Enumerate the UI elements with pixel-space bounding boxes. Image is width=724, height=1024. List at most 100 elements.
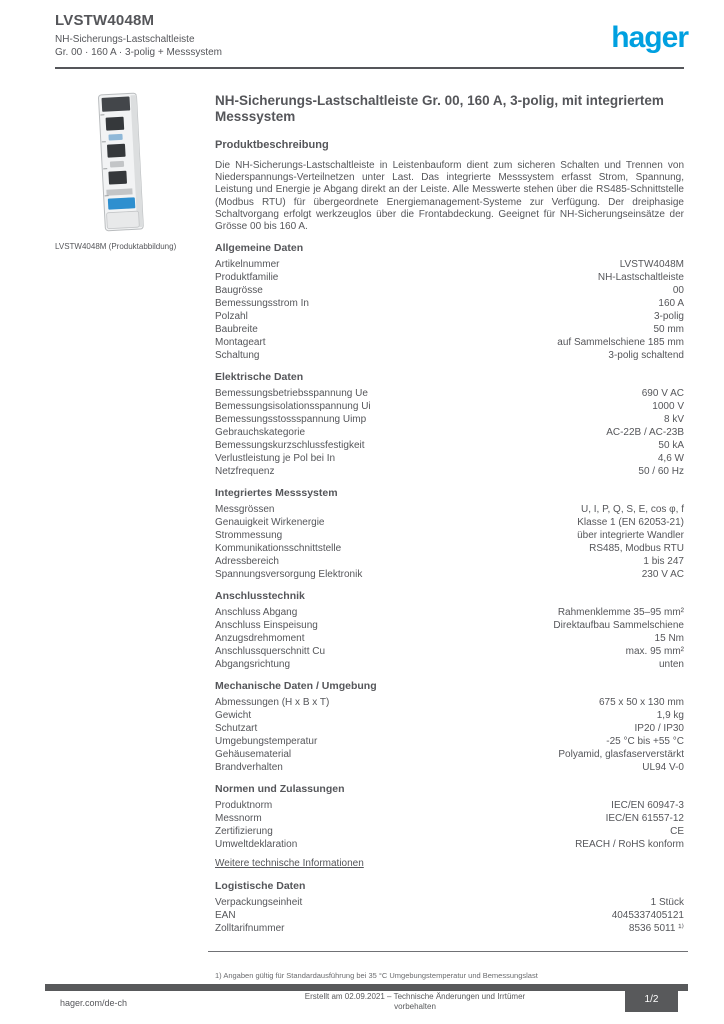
spec-value: IP20 / IP30 (634, 723, 684, 735)
spec-label: Verpackungseinheit (215, 897, 303, 909)
spec-value: 3-polig (653, 311, 684, 323)
spec-label: Bemessungsstossspannung Uimp (215, 414, 367, 426)
spec-label: Polzahl (215, 311, 248, 323)
product-image-caption: LVSTW4048M (Produktabbildung) (55, 242, 177, 251)
spec-row: Anschluss Einspeisung Direktaufbau Sammel… (215, 619, 684, 632)
hager-logo: hager (611, 21, 689, 54)
section-heading: Allgemeine Daten (215, 242, 304, 255)
spec-row: Schutzart IP20 / IP30 (215, 722, 684, 735)
spec-value: -25 °C bis +55 °C (606, 736, 684, 748)
product-name-line: NH-Sicherungs-Lastschaltleiste (55, 34, 195, 45)
spec-row: Abmessungen (H x B x T)675 x 50 x 130 mm (215, 696, 684, 709)
footer-website-link[interactable]: hager.com/de-ch (55, 993, 172, 1013)
spec-label: Artikelnummer (215, 259, 280, 271)
spec-row: Bemessungskurzschlussfestigkeit 50 kA (215, 439, 684, 452)
spec-value: 8536 5011 ¹⁾ (628, 923, 684, 935)
footnote-text: 1) Angaben gültig für Standardausführung… (215, 971, 538, 980)
spec-value: über integrierte Wandler (577, 530, 684, 542)
spec-value: 15 Nm (654, 633, 684, 645)
spec-row: Netzfrequenz 50 / 60 Hz (215, 465, 684, 478)
header-title-block: LVSTW4048M NH-Sicherungs-Lastschaltleist… (55, 12, 385, 59)
spec-value: U, I, P, Q, S, E, cos φ, f (581, 504, 684, 516)
spec-label: Kommunikationsschnittstelle (215, 543, 342, 555)
spec-content: NH-Sicherungs-Lastschaltleiste Gr. 00, 1… (215, 93, 684, 935)
spec-label: Anschlussquerschnitt Cu (215, 646, 326, 658)
spec-value: 8 kV (663, 414, 684, 426)
spec-value: 4,6 W (657, 453, 684, 465)
spec-row: Bemessungsstossspannung Uimp 8 kV (215, 413, 684, 426)
spec-value: Polyamid, glasfaserverstärkt (558, 749, 684, 761)
section-heading: Logistische Daten (215, 880, 306, 893)
spec-value: 690 V AC (641, 388, 684, 400)
spec-label: Netzfrequenz (215, 466, 275, 478)
spec-value: Direktaufbau Sammelschiene (553, 620, 684, 632)
spec-label: Verlustleistung je Pol bei In (215, 453, 336, 465)
spec-label: Gehäusematerial (215, 749, 292, 761)
section-heading: Anschlusstechnik (215, 590, 305, 603)
spec-row: Spannungsversorgung Elektronik 230 V AC (215, 568, 684, 581)
spec-label: Produktnorm (215, 800, 273, 812)
spec-label: Baugrösse (215, 285, 263, 297)
spec-value: RS485, Modbus RTU (589, 543, 684, 555)
section-heading: Normen und Zulassungen (215, 783, 345, 796)
spec-value: 50 kA (658, 440, 684, 452)
spec-value: IEC/EN 61557-12 (605, 813, 684, 825)
spec-label: Gebrauchskategorie (215, 427, 306, 439)
product-reference: LVSTW4048M (55, 12, 155, 29)
spec-value: 230 V AC (641, 569, 684, 581)
more-info-link[interactable]: Weitere technische Informationen (215, 858, 364, 870)
spec-label: Bemessungsisolationsspannung Ui (215, 401, 371, 413)
product-photo-illustration (98, 92, 144, 232)
spec-row: Brandverhalten UL94 V-0 (215, 761, 684, 774)
spec-label: Baubreite (215, 324, 258, 336)
spec-row: Baugrösse 00 (215, 284, 684, 297)
spec-label: Anschluss Einspeisung (215, 620, 318, 632)
spec-value: 50 / 60 Hz (638, 466, 684, 478)
spec-label: Zertifizierung (215, 826, 273, 838)
spec-row: Polzahl 3-polig (215, 310, 684, 323)
section-heading: Integriertes Messsystem (215, 487, 338, 500)
spec-label: Schutzart (215, 723, 258, 735)
spec-value: AC-22B / AC-23B (606, 427, 684, 439)
spec-label: Anschluss Abgang (215, 607, 298, 619)
spec-row: Verpackungseinheit 1 Stück (215, 896, 684, 909)
spec-label: Umweltdeklaration (215, 839, 298, 851)
spec-row: Schaltung 3-polig schaltend (215, 349, 684, 362)
spec-label: Genauigkeit Wirkenergie (215, 517, 325, 529)
spec-row: Zertifizierung CE (215, 825, 684, 838)
spec-label: Abmessungen (H x B x T) (215, 697, 330, 709)
section-heading: Elektrische Daten (215, 371, 304, 384)
spec-label: Schaltung (215, 350, 260, 362)
spec-label: Brandverhalten (215, 762, 283, 774)
spec-value: 1 bis 247 (643, 556, 684, 568)
spec-label: Messnorm (215, 813, 262, 825)
spec-label: Spannungsversorgung Elektronik (215, 569, 363, 581)
spec-row: Gehäusematerial Polyamid, glasfaserverstä… (215, 748, 684, 761)
section-heading: Mechanische Daten / Umgebung (215, 680, 377, 693)
spec-value: REACH / RoHS konform (575, 839, 684, 851)
spec-value: 4045337405121 (611, 910, 684, 922)
spec-value: 3-polig schaltend (608, 350, 684, 362)
spec-value: 00 (672, 285, 684, 297)
description-heading: Produktbeschreibung (215, 139, 329, 151)
spec-value: UL94 V-0 (642, 762, 684, 774)
spec-value: 1 Stück (650, 897, 684, 909)
spec-label: Montageart (215, 337, 266, 349)
spec-label: Bemessungskurzschlussfestigkeit (215, 440, 365, 452)
spec-value: CE (670, 826, 684, 838)
footnote-divider (208, 951, 688, 952)
page-title: NH-Sicherungs-Lastschaltleiste Gr. 00, 1… (215, 93, 664, 124)
